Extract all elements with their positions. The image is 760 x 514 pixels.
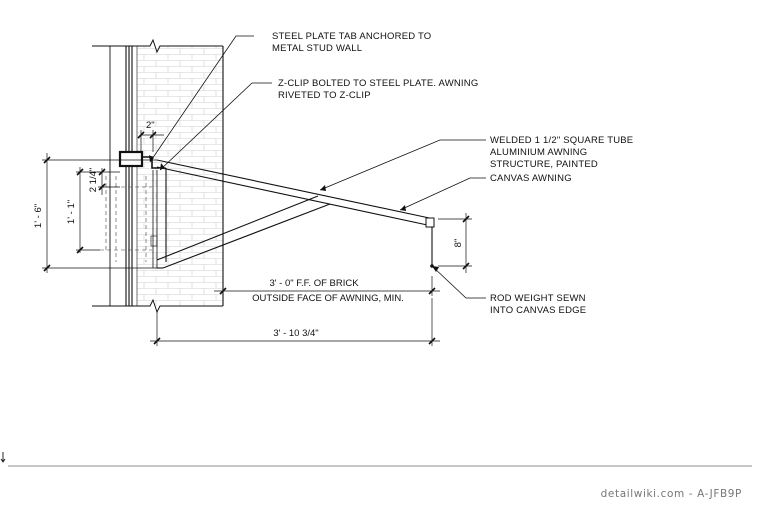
break-line-top	[92, 38, 223, 54]
note-tube-3: STRUCTURE, PAINTED	[490, 159, 598, 170]
dim-overall-height: 1' - 6"	[33, 204, 44, 228]
watermark: detailwiki.com - A-JFB9P	[601, 488, 742, 500]
note-rod-1: ROD WEIGHT SEWN	[490, 293, 586, 304]
brick-veneer	[137, 46, 223, 306]
dim-inner-height: 1' - 1"	[66, 200, 77, 224]
dim-plate-width: 2"	[146, 120, 155, 131]
dim-drop: 8"	[453, 239, 464, 248]
break-line-bottom	[92, 298, 223, 314]
awning-tip	[425, 217, 435, 228]
note-tube-2: ALUMINIUM AWNING	[490, 147, 587, 158]
dimensions	[42, 130, 472, 346]
dim-projection-note: OUTSIDE FACE OF AWNING, MIN.	[252, 293, 404, 304]
note-plate-tab-2: METAL STUD WALL	[272, 43, 362, 54]
note-tube-1: WELDED 1 1/2" SQUARE TUBE	[490, 135, 633, 146]
steel-plate-tab	[118, 150, 144, 168]
note-rod-2: INTO CANVAS EDGE	[490, 305, 586, 316]
note-canvas: CANVAS AWNING	[490, 173, 572, 184]
dim-offset: 2 1/4"	[88, 168, 99, 193]
note-zclip-2: RIVETED TO Z-CLIP	[278, 90, 371, 101]
note-zclip-1: Z-CLIP BOLTED TO STEEL PLATE. AWNING	[278, 78, 478, 89]
z-clip	[142, 156, 159, 169]
dim-overall-projection: 3' - 10 3/4"	[273, 328, 318, 339]
sheet-corner-mark	[0, 452, 6, 463]
dim-projection-brick: 3' - 0" F.F. OF BRICK	[269, 278, 359, 289]
wall-assembly	[92, 38, 224, 314]
leaders	[149, 35, 486, 299]
note-plate-tab-1: STEEL PLATE TAB ANCHORED TO	[272, 31, 431, 42]
